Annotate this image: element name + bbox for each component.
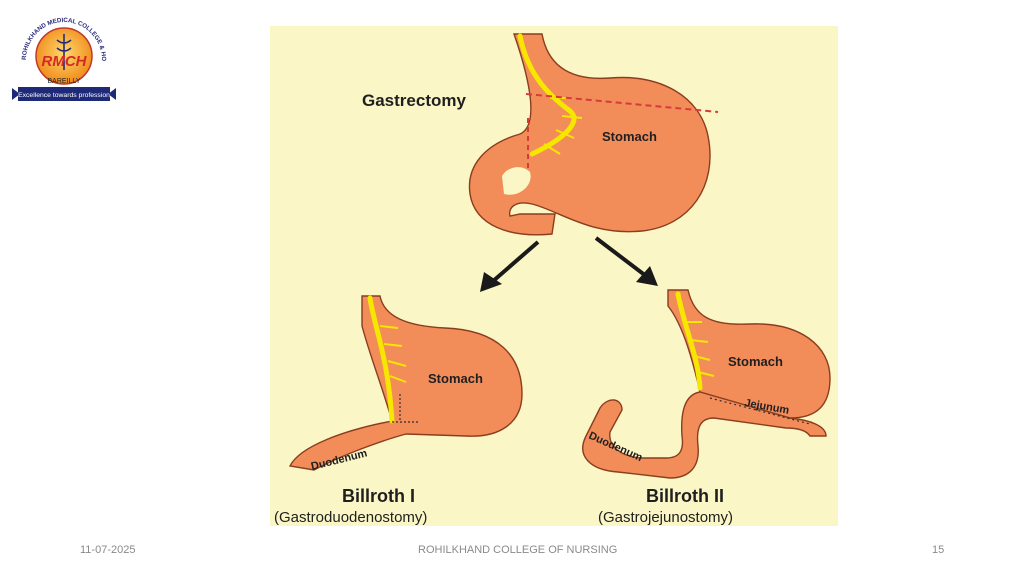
billroth-1-stomach (288, 295, 523, 471)
logo-monogram: RMCH (42, 53, 88, 70)
top-stomach (468, 33, 719, 236)
arrow-to-billroth-1 (480, 240, 540, 292)
gastrectomy-diagram: Gastrectomy Stomach Stomach Duodenum Bil… (270, 26, 838, 526)
logo-city: BAREILLY (48, 78, 81, 85)
billroth-2-stomach (582, 289, 831, 479)
gastrectomy-title: Gastrectomy (362, 91, 466, 110)
arrow-to-billroth-2 (594, 236, 658, 286)
billroth-2-stomach-label: Stomach (728, 354, 783, 369)
billroth-1-caption: Billroth I (342, 486, 415, 506)
logo-tagline: Excellence towards profession (18, 92, 110, 99)
college-logo: ROHILKHAND MEDICAL COLLEGE & HOSPITAL RM… (10, 0, 116, 104)
billroth-1-subcaption: (Gastroduodenostomy) (274, 509, 427, 526)
billroth-1-stomach-label: Stomach (428, 371, 483, 386)
footer-institution: ROHILKHAND COLLEGE OF NURSING (418, 544, 618, 556)
top-stomach-label: Stomach (602, 129, 657, 144)
page-number: 15 (932, 544, 945, 556)
billroth-2-subcaption: (Gastrojejunostomy) (598, 509, 733, 526)
billroth-2-caption: Billroth II (646, 486, 724, 506)
footer-date: 11-07-2025 (80, 544, 136, 556)
